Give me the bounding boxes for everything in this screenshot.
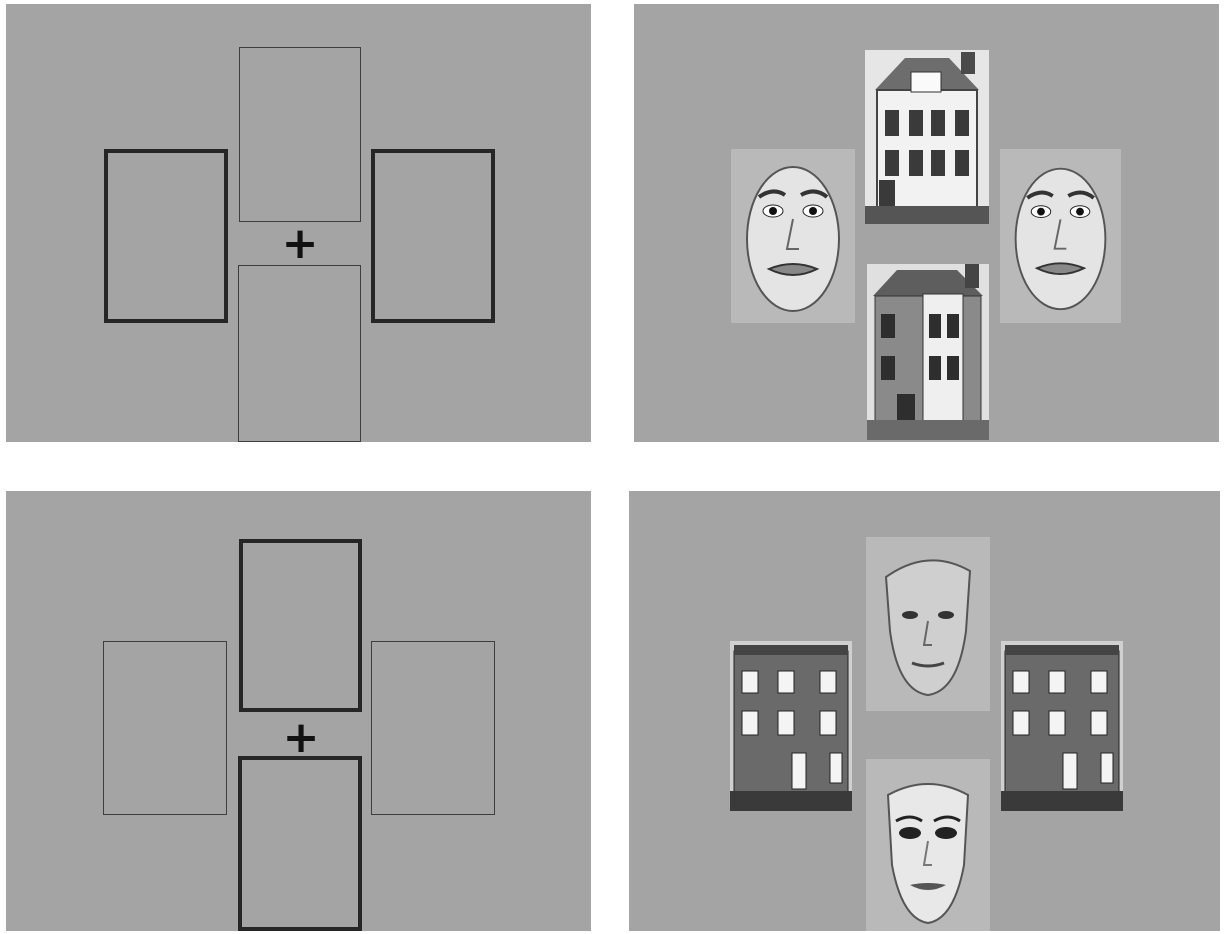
house-icon bbox=[867, 264, 989, 440]
stimulus-panel-faces-vertical bbox=[629, 491, 1220, 931]
top-cued-frame bbox=[239, 539, 362, 712]
left-placeholder-frame bbox=[103, 641, 227, 815]
house-image-top bbox=[865, 50, 989, 224]
bottom-placeholder-frame bbox=[238, 265, 361, 442]
house-image-left bbox=[730, 641, 852, 811]
fearful-face-right bbox=[1000, 149, 1121, 323]
fixation-cross: + bbox=[281, 716, 321, 760]
house-icon bbox=[730, 641, 852, 811]
house-icon bbox=[865, 50, 989, 224]
cue-panel-horizontal: + bbox=[6, 4, 591, 442]
right-cued-frame bbox=[371, 149, 495, 323]
house-image-right bbox=[1001, 641, 1123, 811]
face-icon bbox=[866, 537, 990, 711]
top-placeholder-frame bbox=[239, 47, 361, 222]
female-face-bottom bbox=[866, 759, 990, 931]
face-icon bbox=[731, 149, 855, 323]
face-icon bbox=[866, 759, 990, 931]
stimulus-panel-faces-horizontal bbox=[634, 4, 1219, 442]
left-cued-frame bbox=[104, 149, 228, 323]
fixation-cross: + bbox=[280, 222, 320, 266]
female-face-top bbox=[866, 537, 990, 711]
bottom-cued-frame bbox=[238, 756, 362, 931]
cue-panel-vertical: + bbox=[6, 491, 591, 931]
face-icon bbox=[1000, 149, 1121, 323]
house-icon bbox=[1001, 641, 1123, 811]
house-image-bottom bbox=[867, 264, 989, 440]
fearful-face-left bbox=[731, 149, 855, 323]
right-placeholder-frame bbox=[371, 641, 495, 815]
